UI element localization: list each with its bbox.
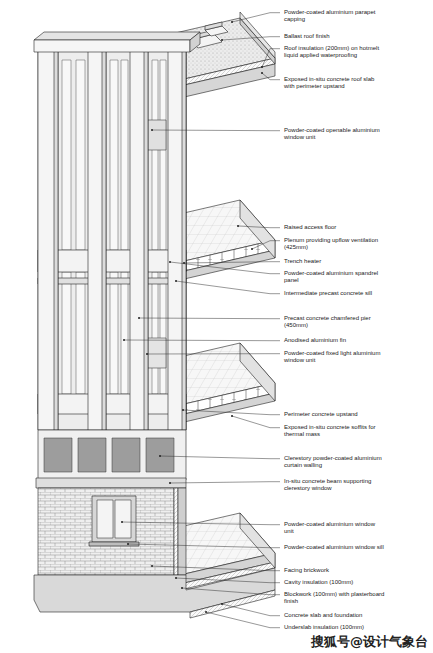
leader-dot xyxy=(231,415,233,417)
leader-line xyxy=(183,410,280,415)
watermark: 搜狐号@设计气象台 xyxy=(311,634,428,649)
leader-line xyxy=(176,281,280,294)
leader-dot xyxy=(151,129,153,131)
callout-label: Ballast roof finish xyxy=(284,33,386,40)
leader-line xyxy=(122,522,280,525)
callout-label: Powder-coated openable aluminium window … xyxy=(284,127,386,142)
leader-line xyxy=(222,604,280,616)
callout-label: Powder-coated aluminium window sill xyxy=(284,544,386,551)
leader-dot xyxy=(181,587,183,589)
callout-label: Plenum providing upflow ventilation (425… xyxy=(284,237,386,252)
callout-label: Facing brickwork xyxy=(284,567,386,574)
leader-line xyxy=(262,73,280,80)
leader-dot xyxy=(221,603,223,605)
leader-line xyxy=(139,318,280,320)
leader-line xyxy=(170,482,280,483)
leader-line xyxy=(170,262,280,274)
callout-label: Clerestory powder-coated aluminium curta… xyxy=(284,455,386,470)
callout-label: Powder-coated aluminium parapet capping xyxy=(284,9,386,24)
callout-label: Cavity insulation (100mm) xyxy=(284,579,386,586)
callout-label: Anodised aluminium fin xyxy=(284,337,386,344)
leader-dot xyxy=(221,39,223,41)
callout-label: Powder-coated aluminium window unit xyxy=(284,521,386,536)
leader-line xyxy=(152,130,280,132)
leader-dot xyxy=(151,565,153,567)
leader-dot xyxy=(169,482,171,484)
leader-dot xyxy=(169,261,171,263)
callout-label: Intermediate precast concrete sill xyxy=(284,290,386,297)
callout-label: Exposed in-situ concrete roof slab with … xyxy=(284,76,386,91)
leader-line xyxy=(232,416,280,428)
leader-line xyxy=(160,456,280,459)
leader-dot xyxy=(146,353,148,355)
leader-line xyxy=(176,578,280,583)
callout-label: Blockwork (100mm) with plasterboard fini… xyxy=(284,591,386,606)
leader-dot xyxy=(159,455,161,457)
leader-dot xyxy=(231,21,233,23)
callout-label: Exposed in-situ concrete soffits for the… xyxy=(284,424,386,439)
leader-line xyxy=(238,226,280,228)
callout-label: Powder-coated fixed light aluminium wind… xyxy=(284,350,386,365)
leader-line xyxy=(152,566,280,571)
callout-label: Trench heater xyxy=(284,258,386,265)
leader-line xyxy=(252,241,280,249)
leader-dot xyxy=(138,317,140,319)
leader-line xyxy=(184,262,280,263)
leader-dot xyxy=(237,225,239,227)
leader-line xyxy=(124,340,280,342)
leader-dot xyxy=(175,280,177,282)
leader-line xyxy=(262,49,280,67)
callout-label: Perimeter concrete upstand xyxy=(284,411,386,418)
leader-dot xyxy=(127,543,129,545)
leader-line xyxy=(232,13,280,22)
leader-dot xyxy=(261,72,263,74)
callout-label: Concrete slab and foundation xyxy=(284,612,386,619)
leader-dot xyxy=(123,339,125,341)
callout-label: Precast concrete chamfered pier (450mm) xyxy=(284,315,386,330)
callout-label: Roof insulation (200mm) on hotmelt liqui… xyxy=(284,45,386,60)
leader-line xyxy=(147,353,280,354)
leader-dot xyxy=(182,409,184,411)
callout-label: Powder-coated aluminium spandrel panel xyxy=(284,270,386,285)
leader-dot xyxy=(175,577,177,579)
leader-line xyxy=(206,612,280,628)
leader-line xyxy=(128,544,280,548)
leader-line xyxy=(222,37,280,40)
leader-dot xyxy=(251,248,253,250)
callout-label: In-situ concrete beam supporting clerest… xyxy=(284,478,386,493)
callout-label: Underslab insulation (100mm) xyxy=(284,624,386,631)
leader-dot xyxy=(121,521,123,523)
leader-dot xyxy=(205,611,207,613)
leader-line xyxy=(182,588,280,595)
leader-dot xyxy=(261,66,263,68)
callout-label: Raised access floor xyxy=(284,224,386,231)
